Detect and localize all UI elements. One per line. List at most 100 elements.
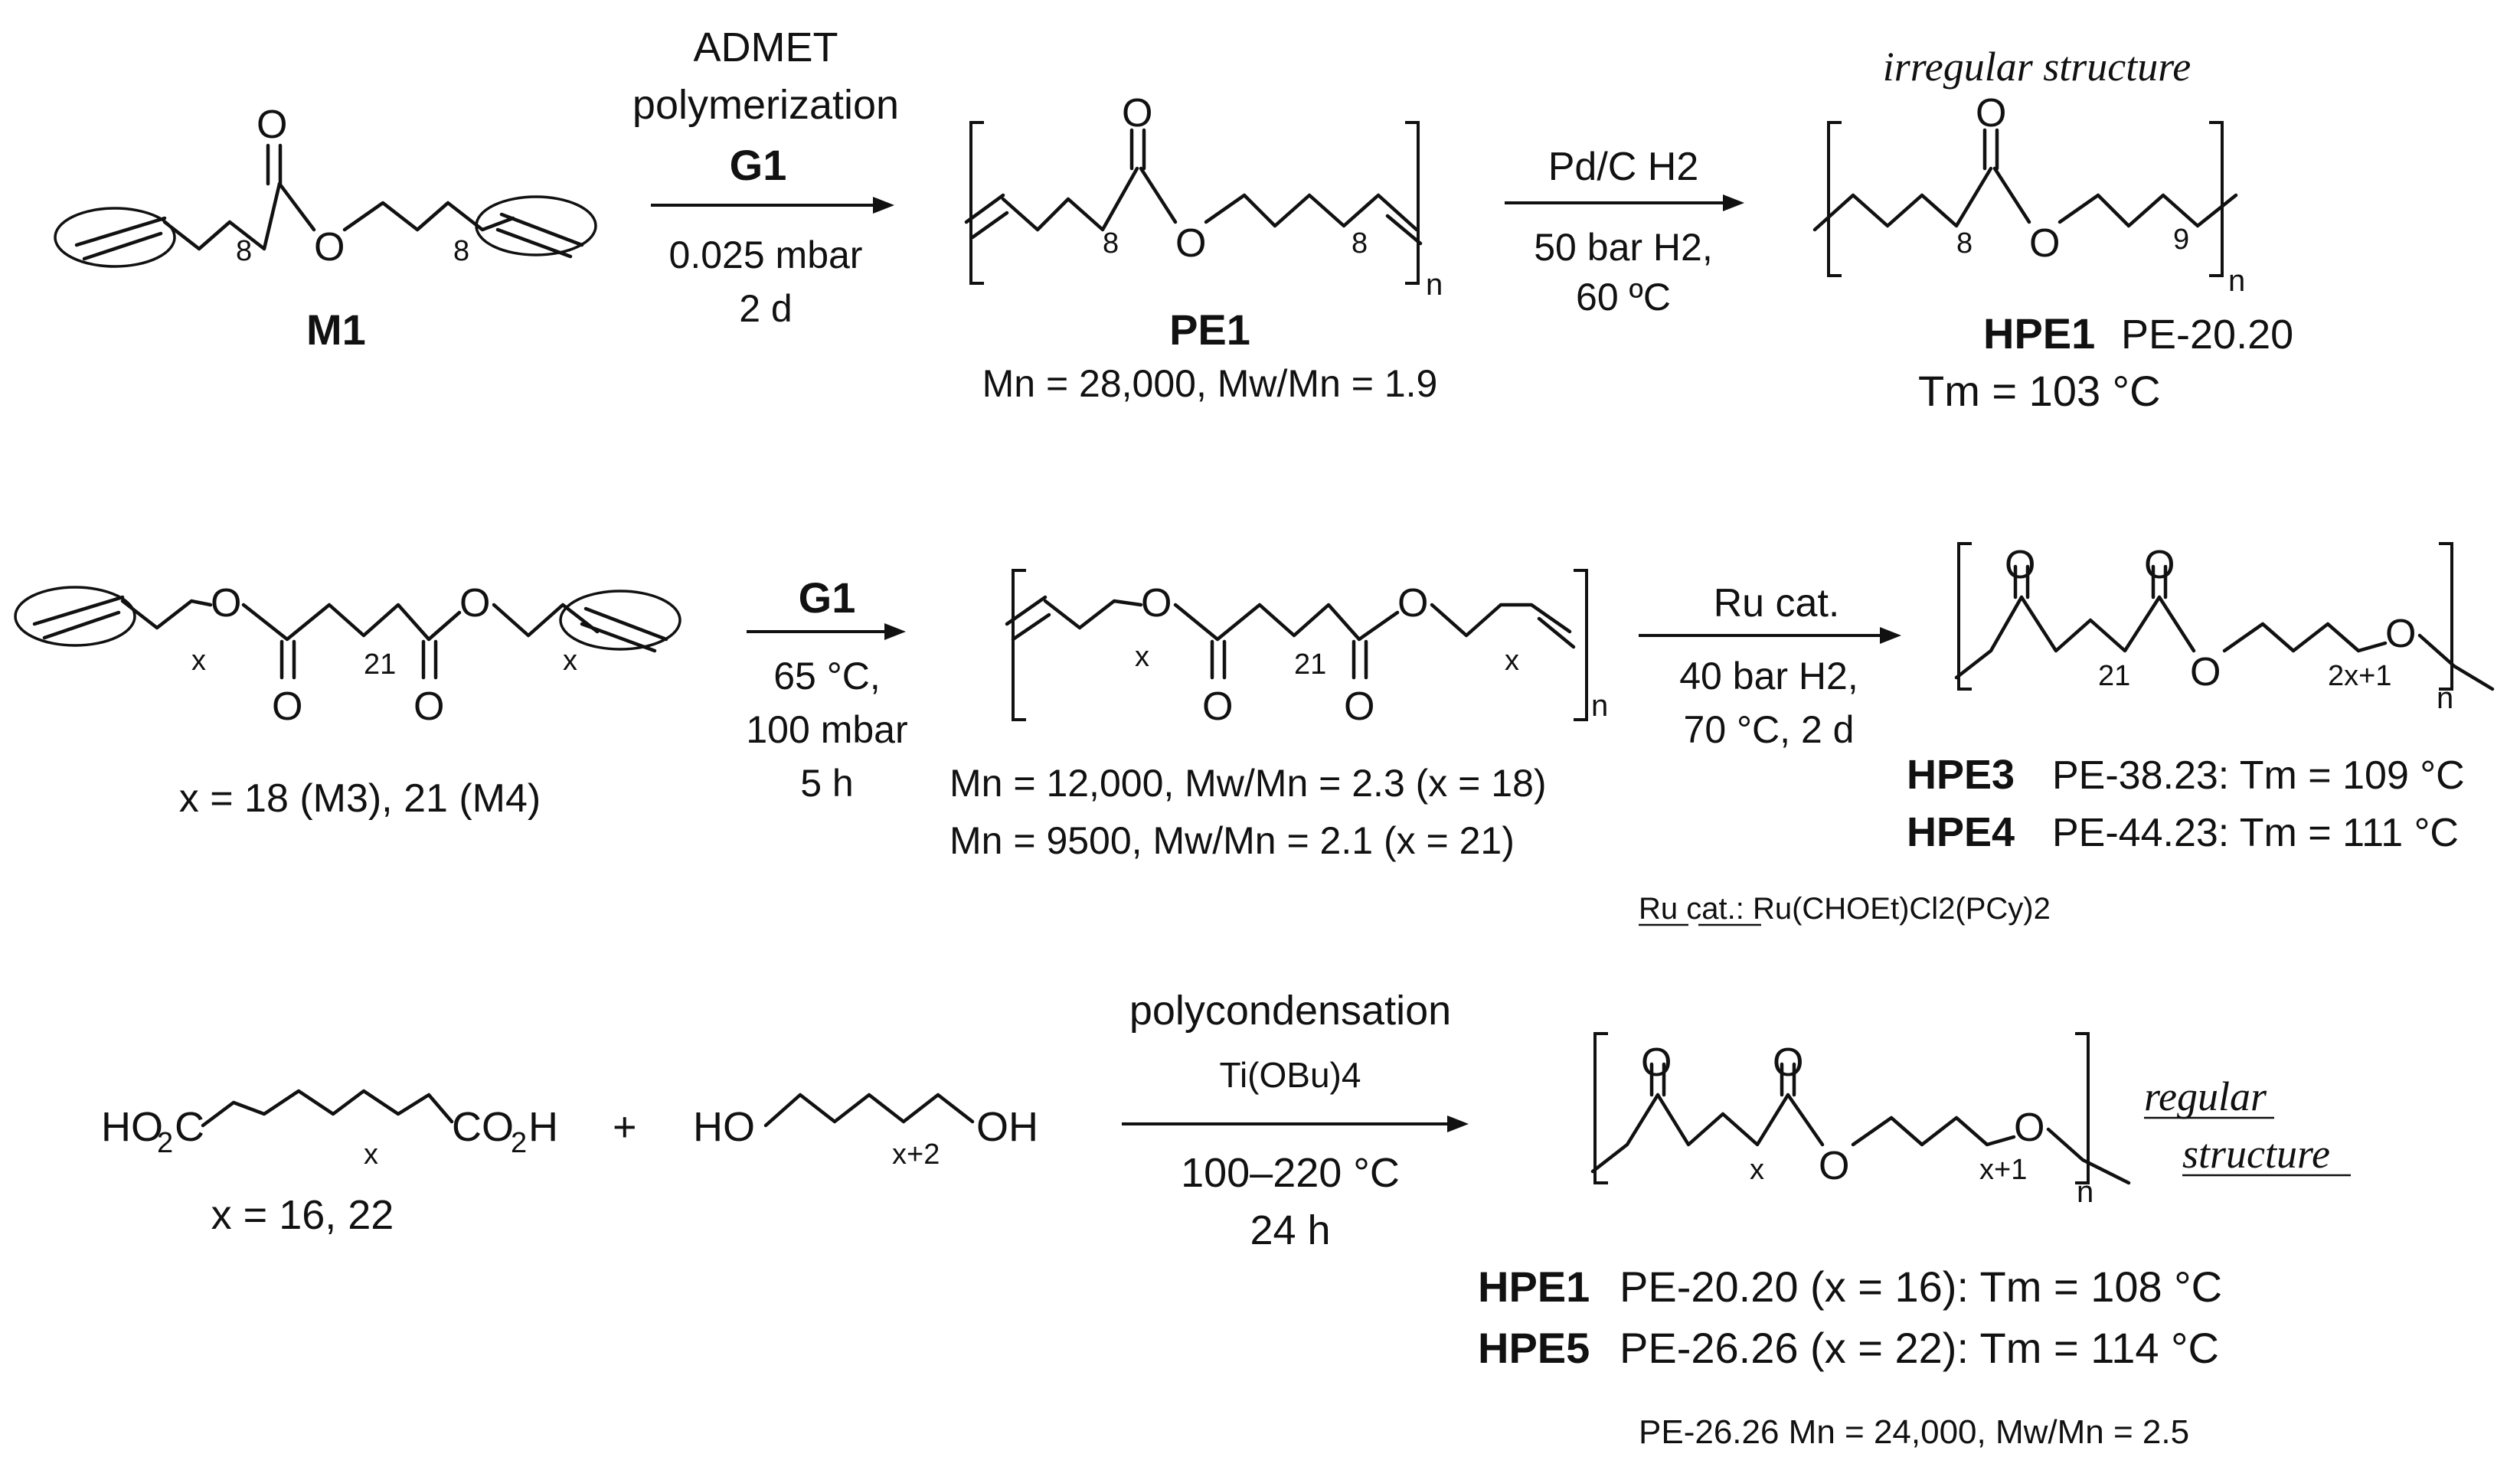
svg-text:PE-26.26 (x = 22): Tm = 114 °C: PE-26.26 (x = 22): Tm = 114 °C [1620,1324,2219,1372]
svg-text:8: 8 [236,235,252,267]
svg-text:100–220 °C: 100–220 °C [1181,1150,1400,1196]
m1-label: M1 [306,305,366,354]
row1-arrow1: ADMET polymerization G1 0.025 mbar 2 d [632,24,899,330]
svg-text:polycondensation: polycondensation [1129,988,1451,1034]
svg-text:O: O [459,581,490,626]
svg-text:21: 21 [2098,660,2130,692]
svg-text:65 °C,: 65 °C, [773,655,881,697]
svg-text:O: O [1122,91,1152,136]
svg-text:OH: OH [976,1104,1038,1150]
svg-text:HPE1: HPE1 [1478,1263,1590,1311]
pe1-props: Mn = 28,000, Mw/Mn = 1.9 [982,362,1438,405]
svg-text:24 h: 24 h [1250,1207,1330,1253]
svg-text:x: x [364,1138,378,1171]
svg-text:2x+1: 2x+1 [2328,660,2391,692]
svg-text:polymerization: polymerization [632,82,899,128]
regular-label: regular [2144,1073,2267,1119]
svg-text:60 ºC: 60 ºC [1576,276,1671,318]
row3-diol: HO x+2 OH [693,1093,1038,1171]
ru-cat-note: Ru cat.: Ru(CHOEt)Cl2(PCy)2 [1639,892,2051,926]
svg-text:21: 21 [364,648,396,681]
row1-polymer-pe1: O O 8 8 n PE1 Mn = 28,000, Mw/Mn = 1.9 [964,91,1443,405]
svg-text:2: 2 [157,1127,173,1159]
svg-text:Mn = 12,000, Mw/Mn = 2.3 (x =: Mn = 12,000, Mw/Mn = 2.3 (x = 18) [949,762,1547,805]
svg-text:O: O [413,684,444,729]
svg-text:n: n [2077,1175,2093,1209]
svg-text:Pd/C H2: Pd/C H2 [1548,145,1699,189]
svg-text:O: O [1141,581,1172,626]
svg-text:8: 8 [453,235,469,267]
svg-text:n: n [1591,689,1608,723]
svg-text:O: O [2029,221,2060,266]
row1-polymer-hpe1: irregular structure O O 8 9 n HPE1 PE-20… [1812,44,2293,415]
svg-text:x+1: x+1 [1979,1154,2027,1186]
svg-text:O: O [1175,221,1206,266]
svg-text:O: O [2385,612,2416,656]
monomer-x-caption: x = 18 (M3), 21 (M4) [179,776,541,821]
svg-text:x: x [1505,645,1519,677]
svg-text:x: x [1135,641,1149,673]
svg-text:50 bar H2,: 50 bar H2, [1534,226,1712,269]
row2-arrow1: G1 65 °C, 100 mbar 5 h [746,573,907,805]
svg-text:8: 8 [1103,227,1119,260]
svg-text:HO: HO [693,1104,755,1150]
svg-text:PE-38.23: Tm = 109 °C: PE-38.23: Tm = 109 °C [2052,753,2465,798]
svg-text:n: n [2228,264,2245,298]
svg-text:O: O [1202,684,1233,729]
svg-text:CO: CO [452,1104,514,1150]
row2-monomer: O O O O x 21 x x = 18 (M3), 21 (M4) [14,581,681,821]
svg-text:O: O [1976,91,2006,136]
pe1-label: PE1 [1169,305,1250,354]
svg-text:O: O [1397,581,1428,626]
svg-text:H: H [528,1104,558,1150]
svg-text:100 mbar: 100 mbar [746,708,907,751]
svg-text:HPE3: HPE3 [1907,752,2015,798]
row3-diacid: HO 2 C x CO 2 H x = 16, 22 + [101,1089,637,1238]
svg-text:Ru cat.: Ru cat. [1714,581,1840,626]
svg-text:O: O [1773,1040,1803,1085]
row3-arrow: polycondensation Ti(OBu)4 100–220 °C 24 … [1122,988,1469,1253]
svg-text:PE-20.20 (x = 16): Tm = 108 °C: PE-20.20 (x = 16): Tm = 108 °C [1620,1263,2222,1311]
svg-text:Mn = 9500, Mw/Mn = 2.1 (x = 21: Mn = 9500, Mw/Mn = 2.1 (x = 21) [949,819,1515,862]
row1-arrow2: Pd/C H2 50 bar H2, 60 ºC [1505,145,1744,318]
svg-text:G1: G1 [730,141,787,189]
svg-text:HPE1: HPE1 [1983,309,2095,358]
svg-text:2 d: 2 d [739,287,793,330]
svg-text:21: 21 [1294,648,1326,681]
svg-text:2: 2 [511,1127,527,1159]
svg-text:C: C [175,1104,204,1150]
svg-text:G1: G1 [799,573,856,622]
svg-text:HPE5: HPE5 [1478,1324,1590,1372]
footnote: PE-26.26 Mn = 24,000, Mw/Mn = 2.5 [1639,1413,2189,1451]
svg-text:O: O [2144,543,2175,587]
row3-results: HPE1 PE-20.20 (x = 16): Tm = 108 °C HPE5… [1478,1263,2222,1451]
svg-text:0.025 mbar: 0.025 mbar [669,234,863,276]
svg-text:O: O [2190,650,2221,694]
svg-text:O: O [257,103,287,147]
svg-text:O: O [2014,1106,2044,1150]
svg-text:x: x [191,645,206,677]
row3-polymer: O O O O x x+1 n regular structure [1590,1032,2351,1209]
row2-polymer: O O O O x 21 x n Mn = 12,000, Mw/Mn = 2.… [949,569,1608,862]
svg-text:HO: HO [101,1104,163,1150]
svg-text:x+2: x+2 [892,1138,940,1171]
svg-text:O: O [211,581,241,626]
svg-text:n: n [1426,268,1443,302]
svg-text:Ti(OBu)4: Ti(OBu)4 [1220,1055,1361,1095]
svg-text:x: x [563,645,577,677]
svg-text:x: x [1750,1154,1764,1186]
x-caption: x = 16, 22 [211,1192,394,1238]
svg-text:Tm = 103 °C: Tm = 103 °C [1918,367,2161,415]
svg-text:n: n [2437,681,2453,715]
svg-text:8: 8 [1352,227,1368,260]
row1-monomer-m1: O O 8 8 M1 [54,103,597,354]
row2-arrow2: Ru cat. 40 bar H2, 70 °C, 2 d [1639,581,1901,751]
svg-text:O: O [1819,1144,1849,1188]
svg-text:5 h: 5 h [800,762,854,805]
svg-text:O: O [1641,1040,1672,1085]
svg-text:O: O [314,225,345,270]
svg-text:9: 9 [2173,224,2189,256]
row2-hpe-polymer: O O O O 21 2x+1 n HPE3 PE-38.23: Tm = 10… [1639,542,2495,926]
irregular-structure-label: irregular structure [1883,44,2192,90]
